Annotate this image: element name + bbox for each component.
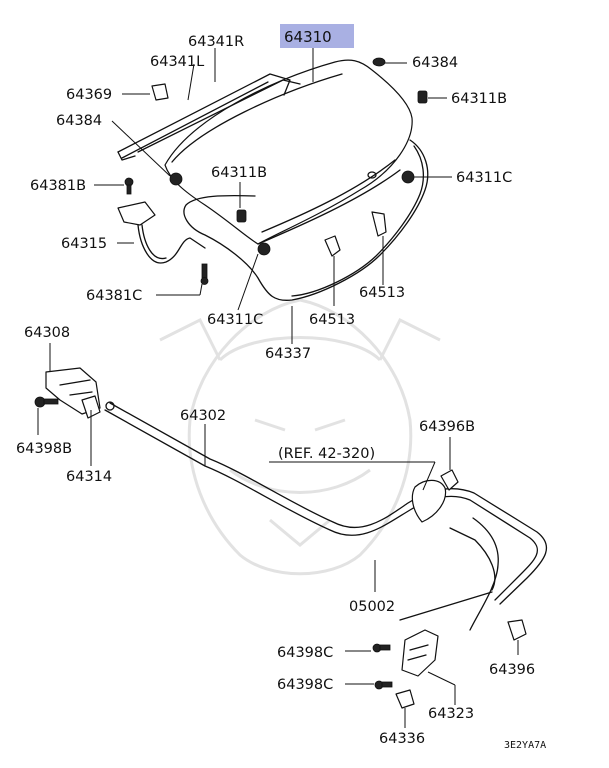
label-64308[interactable]: 64308 — [24, 325, 70, 341]
label-64311B-center[interactable]: 64311B — [211, 165, 267, 181]
torsion-bar-left[interactable] — [137, 79, 301, 153]
stopper-64311C-right[interactable] — [401, 170, 415, 184]
stopper-64311C-bottom[interactable] — [257, 242, 271, 256]
clip-64513-right[interactable] — [371, 211, 387, 237]
label-64311C-right[interactable]: 64311C — [456, 170, 512, 186]
release-cable-64302[interactable] — [104, 401, 548, 631]
label-64311B-right[interactable]: 64311B — [451, 91, 507, 107]
bolt-64398B[interactable] — [34, 396, 59, 408]
label-64302[interactable]: 64302 — [180, 408, 226, 424]
bolt-64398C-upper[interactable] — [372, 643, 391, 653]
label-64341R[interactable]: 64341R — [188, 34, 244, 50]
fuel-lid-cable-05002[interactable] — [399, 527, 496, 621]
label-64315[interactable]: 64315 — [61, 236, 107, 252]
lock-64315[interactable] — [117, 201, 206, 264]
label-64337[interactable]: 64337 — [265, 346, 311, 362]
clip-64396B[interactable] — [440, 469, 459, 491]
bolt-64381C[interactable] — [200, 263, 209, 285]
label-05002[interactable]: 05002 — [349, 599, 395, 615]
bumper-64311B-center[interactable] — [236, 209, 247, 223]
label-64398B[interactable]: 64398B — [16, 441, 72, 457]
label-64513-right[interactable]: 64513 — [359, 285, 405, 301]
label-64311C-bottom[interactable]: 64311C — [207, 312, 263, 328]
label-64513-left[interactable]: 64513 — [309, 312, 355, 328]
label-64381B[interactable]: 64381B — [30, 178, 86, 194]
label-64314[interactable]: 64314 — [66, 469, 112, 485]
trunk-lid[interactable] — [164, 59, 413, 245]
clip-64513-left[interactable] — [324, 235, 341, 257]
label-64381C[interactable]: 64381C — [86, 288, 142, 304]
label-64336[interactable]: 64336 — [379, 731, 425, 747]
leader-lines — [37, 48, 519, 728]
bolt-64398C-lower[interactable] — [374, 680, 393, 690]
watermark-emblem — [159, 298, 441, 576]
clip-64369[interactable] — [151, 83, 169, 101]
bumper-64384-top[interactable] — [372, 57, 386, 67]
bumper-64311B-right[interactable] — [417, 90, 428, 104]
fuel-lid[interactable] — [411, 479, 447, 523]
weatherstrip-seal[interactable] — [183, 139, 429, 302]
bracket-64314[interactable] — [81, 395, 101, 419]
label-64398C-lower[interactable]: 64398C — [277, 677, 333, 693]
diagram-code: 3E2YA7A — [504, 740, 546, 751]
label-ref-42-320[interactable]: (REF. 42-320) — [278, 446, 375, 462]
label-64384-top[interactable]: 64384 — [412, 55, 458, 71]
label-64369[interactable]: 64369 — [66, 87, 112, 103]
release-lever-64323[interactable] — [401, 629, 439, 677]
highlight-box — [280, 24, 354, 48]
bumper-64384-left[interactable] — [169, 172, 183, 186]
label-64341L[interactable]: 64341L — [150, 54, 204, 70]
bolt-64381B[interactable] — [124, 177, 134, 195]
label-64323[interactable]: 64323 — [428, 706, 474, 722]
clip-64396[interactable] — [507, 619, 527, 641]
label-64396[interactable]: 64396 — [489, 662, 535, 678]
clip-64336[interactable] — [395, 689, 415, 709]
label-64398C-upper[interactable]: 64398C — [277, 645, 333, 661]
label-64384-left[interactable]: 64384 — [56, 113, 102, 129]
torsion-bar-right[interactable] — [117, 73, 291, 153]
label-64310[interactable]: 64310 — [284, 28, 332, 46]
label-64396B[interactable]: 64396B — [419, 419, 475, 435]
